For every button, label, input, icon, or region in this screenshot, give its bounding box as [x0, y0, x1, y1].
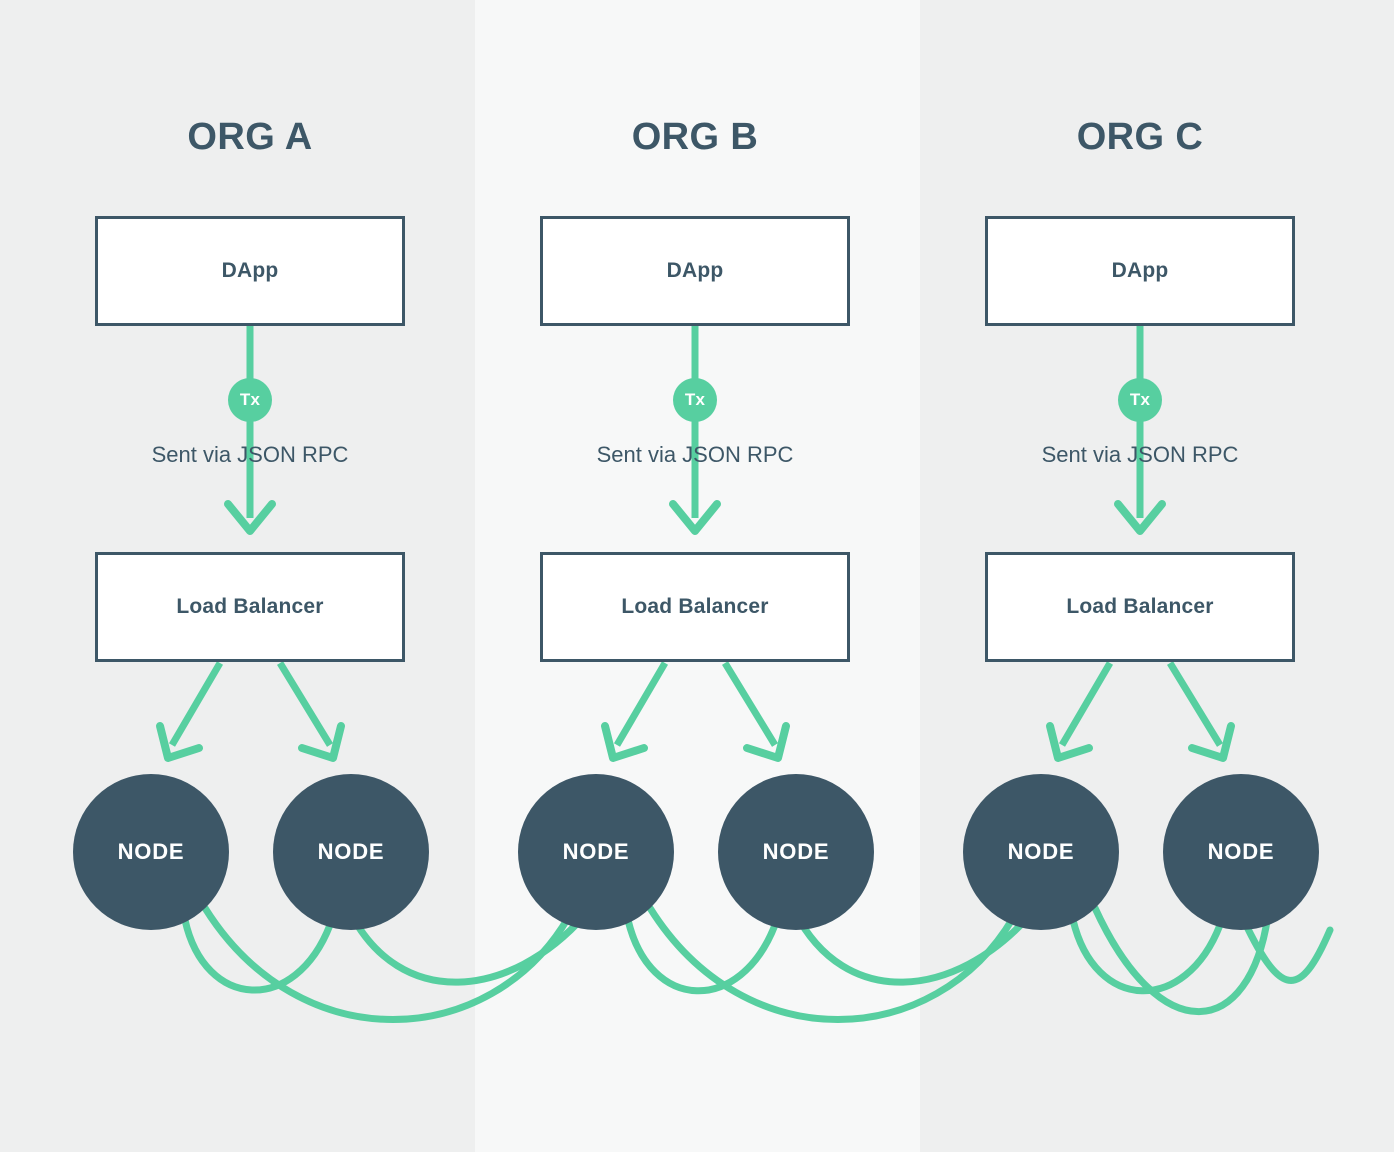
org-b-load-balancer-box[interactable]: Load Balancer	[540, 552, 850, 662]
org-b-title: ORG B	[631, 116, 759, 158]
org-b-transaction-badge-icon[interactable]: Tx	[673, 378, 717, 422]
org-b-tx-label: Tx	[684, 390, 706, 409]
org-a-transaction-badge-icon[interactable]: Tx	[228, 378, 272, 422]
org-b-node-1[interactable]: NODE	[518, 774, 674, 930]
org-a-node-1-label: NODE	[117, 839, 185, 864]
org-a-load-balancer-box[interactable]: Load Balancer	[95, 552, 405, 662]
org-b-rpc-caption: Sent via JSON RPC	[596, 442, 794, 467]
org-a-node-2-label: NODE	[317, 839, 385, 864]
org-c-transaction-badge-icon[interactable]: Tx	[1118, 378, 1162, 422]
org-c-load-balancer-box[interactable]: Load Balancer	[985, 552, 1295, 662]
org-a-rpc-caption: Sent via JSON RPC	[151, 442, 349, 467]
org-c-title: ORG C	[1076, 116, 1204, 158]
org-a-dapp-box[interactable]: DApp	[95, 216, 405, 326]
org-c-tx-label: Tx	[1129, 390, 1151, 409]
org-b-node-2-label: NODE	[762, 839, 830, 864]
org-b-node-2[interactable]: NODE	[718, 774, 874, 930]
org-c-dapp-box[interactable]: DApp	[985, 216, 1295, 326]
org-b-node-1-label: NODE	[562, 839, 630, 864]
org-c-node-1-label: NODE	[1007, 839, 1075, 864]
org-a-node-2[interactable]: NODE	[273, 774, 429, 930]
org-a-dapp-label: DApp	[221, 259, 279, 282]
org-b-dapp-label: DApp	[666, 259, 724, 282]
org-a-title: ORG A	[187, 116, 313, 158]
org-b-load-balancer-label: Load Balancer	[621, 595, 769, 618]
org-c-node-1[interactable]: NODE	[963, 774, 1119, 930]
org-c-load-balancer-label: Load Balancer	[1066, 595, 1214, 618]
org-a-node-1[interactable]: NODE	[73, 774, 229, 930]
org-c-dapp-label: DApp	[1111, 259, 1169, 282]
org-a-tx-label: Tx	[239, 390, 261, 409]
org-c-rpc-caption: Sent via JSON RPC	[1041, 442, 1239, 467]
org-c-node-2-label: NODE	[1207, 839, 1275, 864]
org-b-dapp-box[interactable]: DApp	[540, 216, 850, 326]
org-c-node-2[interactable]: NODE	[1163, 774, 1319, 930]
org-a-load-balancer-label: Load Balancer	[176, 595, 324, 618]
